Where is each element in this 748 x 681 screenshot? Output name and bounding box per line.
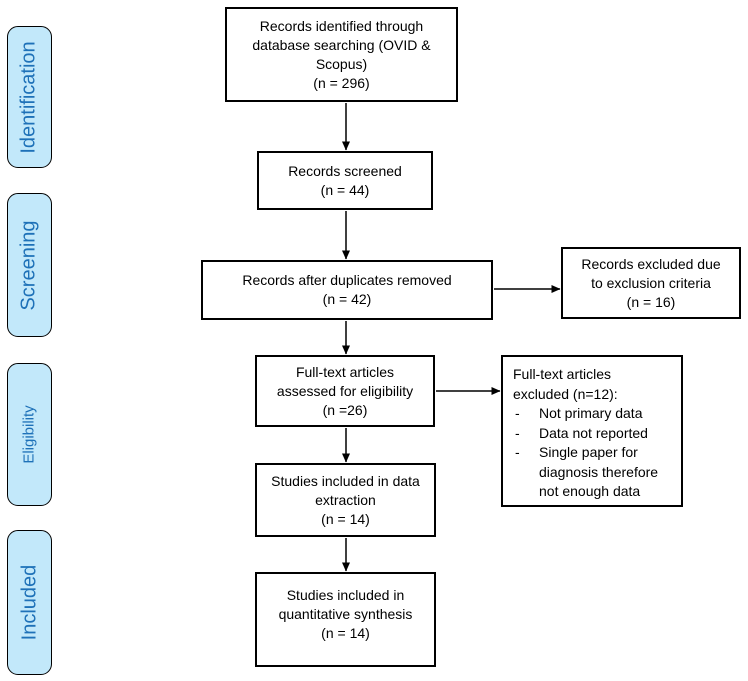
box-records-screened-text: Records screened (n = 44) — [288, 162, 402, 198]
fulltext-excluded-reason: - Not primary data — [513, 404, 675, 424]
box-duplicates-removed-text: Records after duplicates removed (n = 42… — [242, 272, 452, 307]
box-quantitative-synthesis-text: Studies included in quantitative synthes… — [278, 587, 413, 641]
box-records-excluded: Records excluded due to exclusion criter… — [561, 247, 741, 319]
box-records-identified-text: Records identified through database sear… — [252, 17, 431, 91]
fulltext-excluded-reason-text: Not primary data — [539, 405, 643, 421]
stage-included-label: Included — [18, 564, 40, 641]
fulltext-excluded-reason: - Data not reported — [513, 424, 675, 444]
stage-identification-label: Identification — [18, 40, 41, 154]
stage-included: Included — [7, 530, 52, 675]
stage-eligibility-label: Eligibility — [21, 405, 39, 464]
bullet-dash: - — [515, 424, 520, 441]
box-fulltext-excluded-intro: Full-text articles excluded (n=12): — [513, 366, 618, 402]
box-fulltext-assessed-text: Full-text articles assessed for eligibil… — [276, 363, 414, 418]
stage-eligibility: Eligibility — [7, 363, 52, 506]
box-fulltext-assessed: Full-text articles assessed for eligibil… — [255, 355, 435, 427]
box-data-extraction: Studies included in data extraction (n =… — [255, 463, 436, 537]
box-records-identified: Records identified through database sear… — [225, 7, 458, 102]
fulltext-excluded-reason-text: Data not reported — [539, 424, 648, 441]
bullet-dash: - — [515, 405, 520, 421]
stage-screening-label: Screening — [18, 219, 40, 311]
box-duplicates-removed: Records after duplicates removed (n = 42… — [201, 260, 493, 320]
box-fulltext-excluded: Full-text articles excluded (n=12): - No… — [501, 355, 683, 507]
fulltext-excluded-reason: - Single paper for diagnosis therefore n… — [513, 443, 675, 502]
box-quantitative-synthesis: Studies included in quantitative synthes… — [255, 572, 436, 667]
box-records-excluded-text: Records excluded due to exclusion criter… — [581, 255, 721, 310]
stage-screening: Screening — [7, 193, 52, 337]
stage-identification: Identification — [7, 26, 52, 168]
box-data-extraction-text: Studies included in data extraction (n =… — [271, 472, 420, 527]
fulltext-excluded-reason-text: Single paper for diagnosis therefore not… — [539, 444, 659, 499]
box-records-screened: Records screened (n = 44) — [257, 151, 433, 210]
bullet-dash: - — [515, 444, 520, 460]
